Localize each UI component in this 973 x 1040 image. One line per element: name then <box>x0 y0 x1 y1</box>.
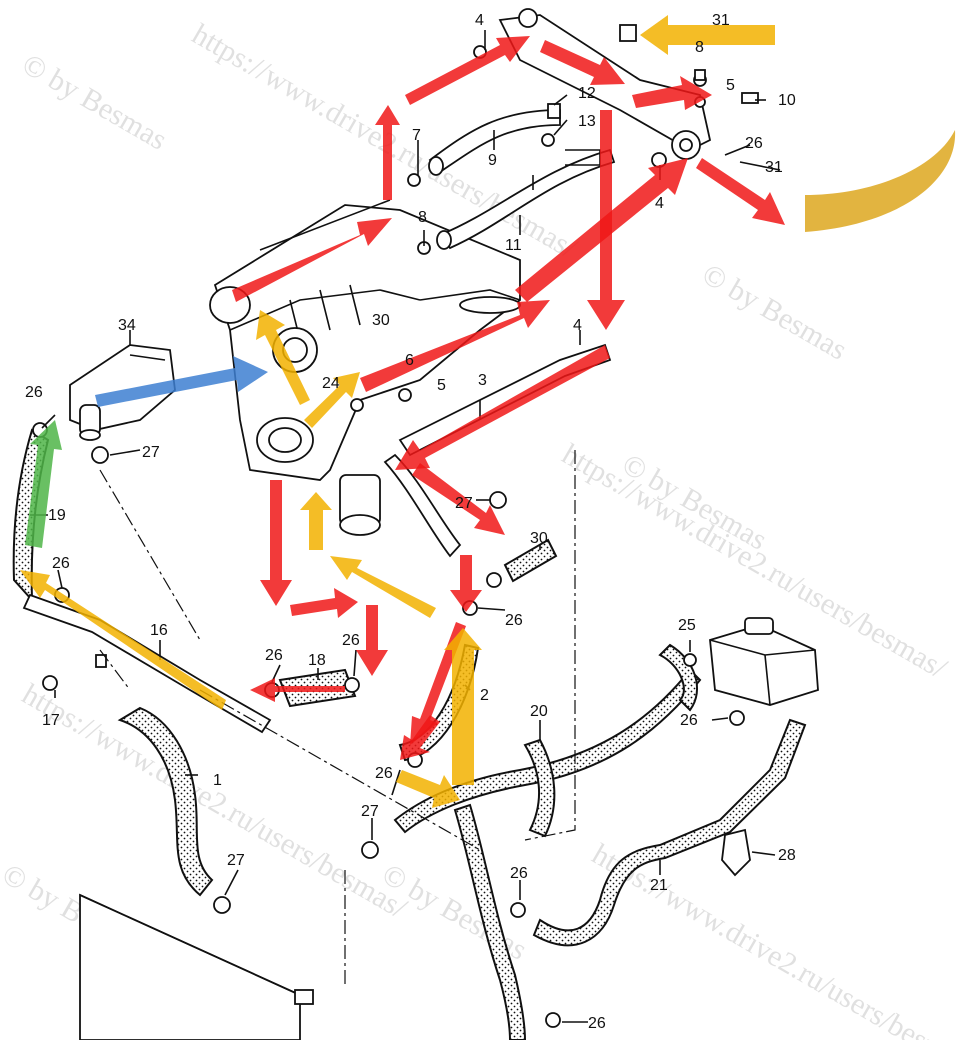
part-label-10: 10 <box>778 92 796 109</box>
part-label-20: 20 <box>530 703 548 720</box>
yellow-flow-arrow <box>304 372 360 428</box>
red-flow-arrow <box>400 715 440 760</box>
part-label-4: 4 <box>655 195 664 212</box>
yellow-flow-arrow <box>444 628 482 785</box>
red-flow-arrow <box>260 480 292 606</box>
part-label-27: 27 <box>361 803 379 820</box>
part-label-8: 8 <box>695 39 704 56</box>
radiator <box>79 893 314 1040</box>
red-flow-arrow <box>375 105 400 200</box>
part-label-6: 6 <box>405 352 414 369</box>
watermark-text: https://www.drive2.ru/users/besmas/ <box>587 837 973 1040</box>
part-label-16: 16 <box>150 622 168 639</box>
flow-arrows <box>20 15 956 808</box>
red-flow-arrow <box>412 463 505 535</box>
expansion-tank <box>683 617 819 877</box>
part-label-27: 27 <box>455 495 473 512</box>
blue-flow-arrow <box>95 356 268 407</box>
part-label-26: 26 <box>745 135 763 152</box>
part-label-26: 26 <box>265 647 283 664</box>
red-flow-arrow <box>405 36 530 105</box>
part-label-9: 9 <box>488 152 497 169</box>
yellow-flow-arrow <box>330 556 436 618</box>
part-label-26: 26 <box>25 384 43 401</box>
part-label-31: 31 <box>712 12 730 29</box>
part-label-17: 17 <box>42 712 60 729</box>
red-flow-arrow <box>290 588 358 618</box>
part-label-19: 19 <box>48 507 66 524</box>
part-label-27: 27 <box>142 444 160 461</box>
red-flow-arrow <box>540 40 625 85</box>
red-flow-arrow <box>356 605 388 676</box>
watermark-text: © by Besmas <box>17 47 173 156</box>
part-label-2: 2 <box>480 687 489 704</box>
part-label-4: 4 <box>573 317 582 334</box>
yellow-flow-arrow <box>256 310 310 405</box>
red-flow-arrow <box>515 158 688 302</box>
part-labels: 1 2 3 4 4 4 5 5 6 7 8 8 9 10 11 12 13 16… <box>25 12 796 1032</box>
part-label-12: 12 <box>578 85 596 102</box>
part-label-5: 5 <box>726 77 735 94</box>
red-flow-arrow <box>250 678 345 702</box>
part-label-1: 1 <box>213 772 222 789</box>
part-label-11: 11 <box>505 237 522 254</box>
part-label-18: 18 <box>308 652 326 669</box>
red-flow-arrow <box>450 555 482 612</box>
upper-pipes <box>407 8 759 255</box>
part-label-3: 3 <box>478 372 487 389</box>
yellow-flow-arrow <box>640 15 775 55</box>
part-label-26: 26 <box>680 712 698 729</box>
red-flow-arrow <box>360 300 550 392</box>
yellow-flow-arrow <box>20 570 226 710</box>
yellow-flow-arrow <box>300 492 332 550</box>
part-label-26: 26 <box>342 632 360 649</box>
part-label-26: 26 <box>588 1015 606 1032</box>
part-label-21: 21 <box>650 877 668 894</box>
part-label-30: 30 <box>530 530 548 547</box>
part-label-34: 34 <box>118 317 136 334</box>
yellow-flow-arrow <box>396 770 460 808</box>
engine-block <box>209 199 521 536</box>
part-label-30: 30 <box>372 312 390 329</box>
part-label-7: 7 <box>412 127 421 144</box>
thermostat-housing <box>69 344 176 441</box>
leader-lines <box>30 30 781 1023</box>
part-label-8: 8 <box>418 209 427 226</box>
part-label-26: 26 <box>510 865 528 882</box>
part-label-31: 31 <box>765 159 783 176</box>
red-flow-arrow <box>696 158 785 225</box>
watermark-text: © by Besmas <box>697 257 853 366</box>
part-label-28: 28 <box>778 847 796 864</box>
part-label-25: 25 <box>678 617 696 634</box>
part-label-27: 27 <box>227 852 245 869</box>
yellow-flow-arrow <box>805 130 956 232</box>
part-label-26: 26 <box>505 612 523 629</box>
green-flow-arrow <box>25 420 62 548</box>
part-label-26: 26 <box>52 555 70 572</box>
red-flow-arrow <box>232 218 392 302</box>
part-label-4: 4 <box>475 12 484 29</box>
red-flow-arrow <box>632 76 712 110</box>
part-label-24: 24 <box>322 375 340 392</box>
part-label-26: 26 <box>375 765 393 782</box>
part-label-5: 5 <box>437 377 446 394</box>
part-label-13: 13 <box>578 113 596 130</box>
watermark-text: https://www.drive2.ru/users/besmas/ <box>17 677 413 925</box>
red-flow-arrow <box>395 345 610 470</box>
